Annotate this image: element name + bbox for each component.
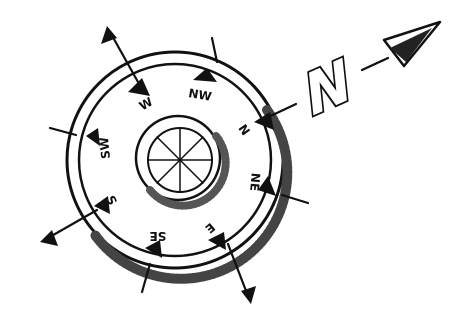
label-ne: NE <box>247 172 263 191</box>
compass-body <box>67 52 287 279</box>
label-nw: NW <box>187 86 212 104</box>
label-w: W <box>137 95 155 114</box>
ray-north-outer <box>362 58 388 70</box>
arrowhead-se <box>241 286 256 304</box>
arrowhead-sw <box>40 230 58 246</box>
label-sw: SW <box>97 136 113 159</box>
inner-dial <box>136 116 226 206</box>
ray-nw <box>110 32 138 82</box>
north-letter: N <box>303 44 353 131</box>
dial-shading <box>150 136 226 206</box>
dial-spokes <box>148 128 212 192</box>
marker-nw <box>193 68 217 82</box>
label-e: E <box>202 220 217 236</box>
label-s: S <box>104 193 120 207</box>
label-se: SE <box>150 229 167 243</box>
north-pointer <box>384 22 440 66</box>
label-n: N <box>235 122 252 138</box>
marker-w <box>128 78 150 96</box>
